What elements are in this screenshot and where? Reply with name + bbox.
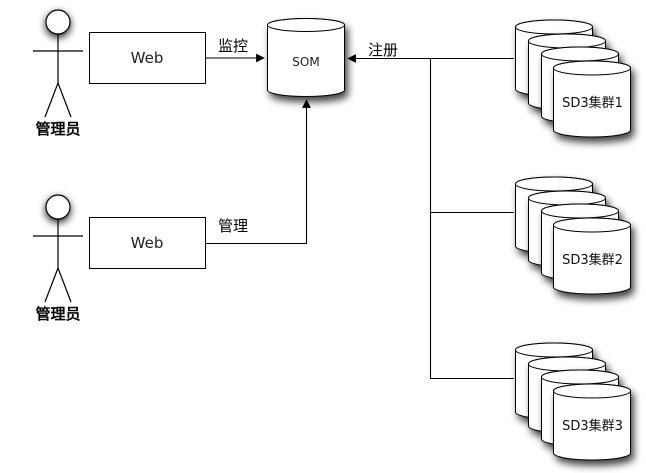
actor-label: 管理员 (35, 305, 80, 323)
database-cylinder-icon (267, 18, 345, 97)
actor-admin-2: 管理员 (33, 194, 83, 323)
cluster-label: SD3集群2 (562, 252, 623, 268)
cluster-1: SD3集群1 (515, 19, 631, 138)
cylinder-disk (553, 383, 631, 461)
database-stack-icon (515, 176, 631, 295)
stick-figure-icon (33, 9, 83, 118)
database-stack-icon (515, 19, 631, 138)
som-server: SOM (267, 18, 345, 97)
edge-label-register: 注册 (368, 41, 398, 59)
cluster-2: SD3集群2 (515, 176, 631, 295)
stick-figure-icon (33, 194, 83, 303)
edge-register: 注册 (347, 41, 514, 380)
web-box-1: Web (89, 32, 206, 84)
web-box-label: Web (131, 49, 164, 67)
edge-monitor: 监控 (205, 37, 265, 63)
edge-label-manage: 管理 (218, 217, 248, 235)
web-box-2: Web (89, 217, 206, 269)
web-box-label: Web (131, 234, 164, 252)
database-stack-icon (515, 342, 631, 461)
cluster-label: SD3集群3 (562, 418, 623, 434)
edge-label-monitor: 监控 (218, 37, 248, 55)
actor-label: 管理员 (35, 120, 80, 138)
cylinder-disk (553, 217, 631, 295)
cylinder-disk (553, 60, 631, 138)
actor-admin-1: 管理员 (33, 9, 83, 138)
cluster-3: SD3集群3 (515, 342, 631, 461)
cluster-label: SD3集群1 (562, 95, 623, 111)
edge-manage: 管理 (205, 99, 311, 245)
som-label: SOM (292, 55, 319, 69)
